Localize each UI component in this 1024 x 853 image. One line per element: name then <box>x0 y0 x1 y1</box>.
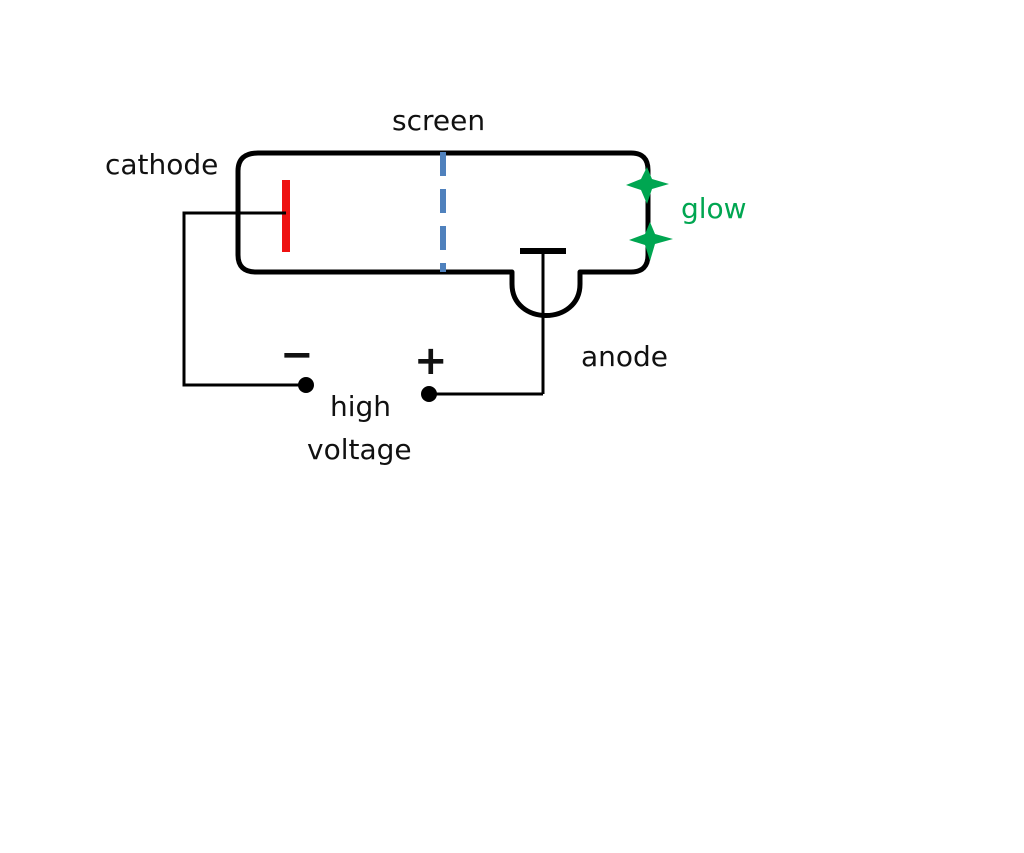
positive-terminal <box>421 386 437 402</box>
negative-sign: − <box>280 332 314 378</box>
glow-label: glow <box>681 192 747 225</box>
glow-star-lower <box>629 222 673 261</box>
high-voltage-label-line2: voltage <box>307 433 412 466</box>
cathode-wire <box>182 211 306 387</box>
screen-label: screen <box>392 104 485 137</box>
anode-label: anode <box>581 340 668 373</box>
high-voltage-label-line1: high <box>330 390 391 423</box>
cathode-label: cathode <box>105 148 218 181</box>
negative-terminal <box>298 377 314 393</box>
glow-star-upper <box>626 167 669 204</box>
positive-sign: + <box>414 338 448 384</box>
